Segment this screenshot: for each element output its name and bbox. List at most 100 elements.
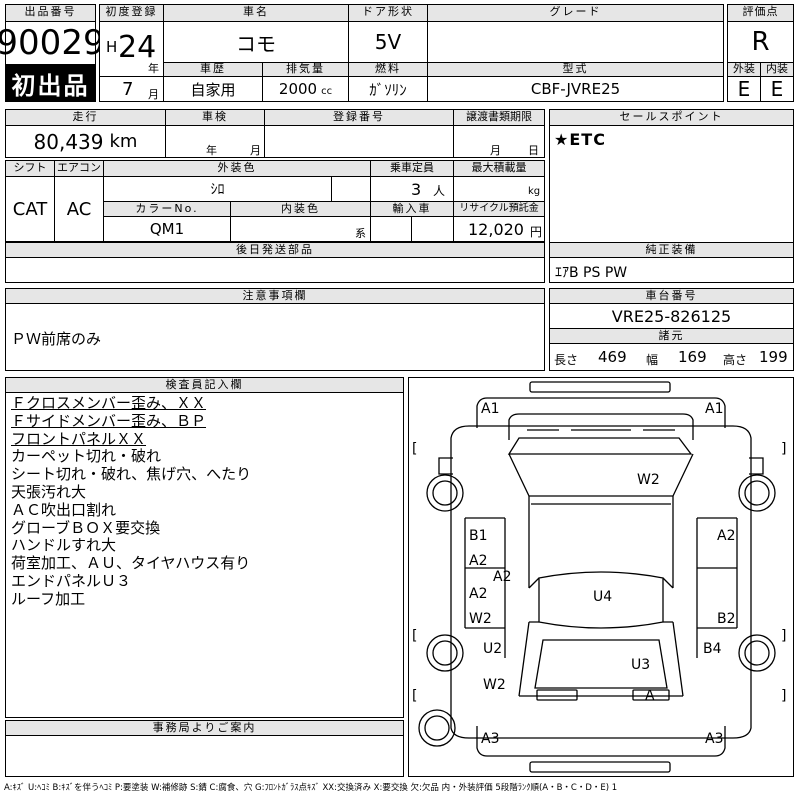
office-box — [5, 735, 404, 777]
bracket-left-mid: [ — [412, 628, 418, 644]
exterior-color-label: 外装色 — [103, 160, 371, 177]
inspector-item: 荷室加工、ＡＵ、タイヤハウス有り — [11, 554, 251, 573]
height-label: 高さ — [723, 353, 748, 367]
lot-no-label: 出品番号 — [5, 4, 96, 22]
inspector-item: ＡＣ吹出口割れ — [11, 500, 117, 519]
bracket-left-top: [ — [412, 441, 418, 457]
inspector-item: Ｆサイドメンバー歪み、ＢＰ — [11, 411, 207, 430]
inspector-item: シート切れ・破れ、焦げ穴、へたり — [11, 465, 252, 484]
lot-no: 90029 — [0, 21, 105, 65]
damage-mark: W2 — [637, 472, 660, 488]
wheel-rr — [738, 634, 776, 672]
inspector-item: ハンドルすれ大 — [11, 536, 117, 555]
chassis-label: 車台番号 — [549, 288, 794, 304]
dims-box: 長さ 469 幅 169 高さ 199 — [549, 343, 794, 371]
inspector-label: 検査員記入欄 — [5, 377, 404, 393]
displacement-box: 2000 cc — [262, 76, 349, 102]
load-box: kg — [453, 176, 545, 202]
inspector-item: ルーフ加工 — [11, 589, 86, 608]
later-parts — [5, 257, 545, 283]
bracket-right-top: ] — [781, 441, 787, 457]
inspection-month-unit: 月 — [250, 144, 261, 157]
damage-mark: A3 — [481, 731, 500, 747]
recycle-unit: 円 — [530, 225, 543, 239]
car-history-label: 車歴 — [163, 62, 263, 77]
inspector-item: グローブＢＯＸ要交換 — [11, 518, 161, 537]
damage-mark: A3 — [705, 731, 724, 747]
model-label: 型式 — [427, 62, 724, 77]
sales-point-label: セールスポイント — [549, 109, 794, 126]
inspection-box: 年 月 — [165, 125, 265, 158]
interior-grade-label: 内装 — [760, 62, 794, 77]
import-cell-2 — [411, 216, 454, 242]
interior-color-box: 系 — [230, 216, 371, 242]
bracket-right-mid: ] — [781, 628, 787, 644]
color-no-label: カラーNo. — [103, 201, 231, 217]
bracket-left-bottom: [ — [412, 688, 418, 704]
interior-color-unit: 系 — [355, 227, 366, 240]
shift: CAT — [5, 176, 55, 242]
car-diagram-panel: [ ] [ ] [ ] A1 A1 W2 B1 A2 A2 A2 A2 W2 B… — [408, 377, 794, 777]
inspector-item: エンドパネルＵ３ — [11, 571, 132, 590]
rear-bumper-shape — [529, 761, 671, 773]
mileage-unit: km — [109, 131, 138, 152]
score-label: 評価点 — [727, 4, 794, 22]
notes-label: 注意事項欄 — [5, 288, 545, 304]
interior-grade: E — [760, 76, 794, 102]
car-history: 自家用 — [163, 76, 263, 102]
spare-wheel — [418, 709, 456, 747]
damage-mark: W2 — [469, 611, 492, 627]
capacity: 3 — [411, 180, 422, 199]
height-value: 199 — [759, 348, 788, 366]
front-bumper-shape — [529, 381, 671, 393]
rear-bumper-outline — [476, 726, 726, 757]
damage-mark: A1 — [481, 401, 500, 417]
notes-box: ＰＷ前席のみ — [5, 303, 545, 371]
transfer-month-unit: 月 — [490, 144, 501, 157]
color-no: QM1 — [103, 216, 231, 242]
interior-color-label: 内装色 — [230, 201, 371, 217]
transfer-box: 月 日 — [453, 125, 545, 158]
reg-no-label: 登録番号 — [264, 109, 454, 126]
damage-mark: A1 — [705, 401, 724, 417]
exterior-grade: E — [727, 76, 761, 102]
transfer-label: 譲渡書類期限 — [453, 109, 545, 126]
recycle-value: 12,020 — [468, 220, 524, 239]
score: R — [727, 21, 794, 63]
genuine-box: ｴｱB PS PW — [549, 257, 794, 283]
sales-point-box: ★ETC — [549, 125, 794, 243]
mileage-label: 走行 — [5, 109, 166, 126]
width-label: 幅 — [646, 353, 659, 367]
length-value: 469 — [598, 348, 627, 366]
load-label: 最大積載量 — [453, 160, 545, 177]
damage-mark: B1 — [469, 528, 488, 544]
damage-mark: U4 — [593, 589, 613, 605]
genuine-label: 純正装備 — [549, 242, 794, 258]
load-unit: kg — [528, 186, 541, 197]
displacement-label: 排気量 — [262, 62, 349, 77]
car-name-label: 車名 — [163, 4, 349, 22]
front-bumper-outline — [476, 397, 726, 428]
first-reg-month-box: 7 月 — [99, 76, 164, 102]
damage-mark: B4 — [703, 641, 722, 657]
length-label: 長さ — [554, 353, 579, 367]
exterior-color-code — [331, 176, 371, 202]
genuine-equipment: ｴｱB PS PW — [555, 265, 628, 281]
inspector-item: カーペット切れ・破れ — [11, 447, 162, 466]
first-reg-year: 24 — [118, 30, 157, 65]
first-reg-year-box: H 24 年 — [99, 21, 164, 77]
import-cell-1 — [370, 216, 412, 242]
first-reg-year-unit: 年 — [148, 62, 159, 75]
legend-footer: A:ｷｽﾞ U:ﾍｺﾐ B:ｷｽﾞを伴うﾍｺﾐ P:要塗装 W:補修跡 S:錆 … — [4, 783, 618, 793]
inspector-item: Ｆクロスメンバー歪み、ＸＸ — [11, 394, 207, 412]
damage-mark: A2 — [469, 553, 488, 569]
shift-label: シフト — [5, 160, 55, 177]
car-diagram — [418, 381, 776, 773]
first-reg-month-unit: 月 — [148, 88, 159, 101]
first-listing-badge: 初出品 — [5, 64, 96, 102]
body-outline-front — [450, 425, 752, 478]
transfer-day-unit: 日 — [528, 144, 539, 157]
damage-mark: A2 — [493, 569, 512, 585]
capacity-box: 3 人 — [370, 176, 454, 202]
damage-mark: U2 — [483, 641, 503, 657]
